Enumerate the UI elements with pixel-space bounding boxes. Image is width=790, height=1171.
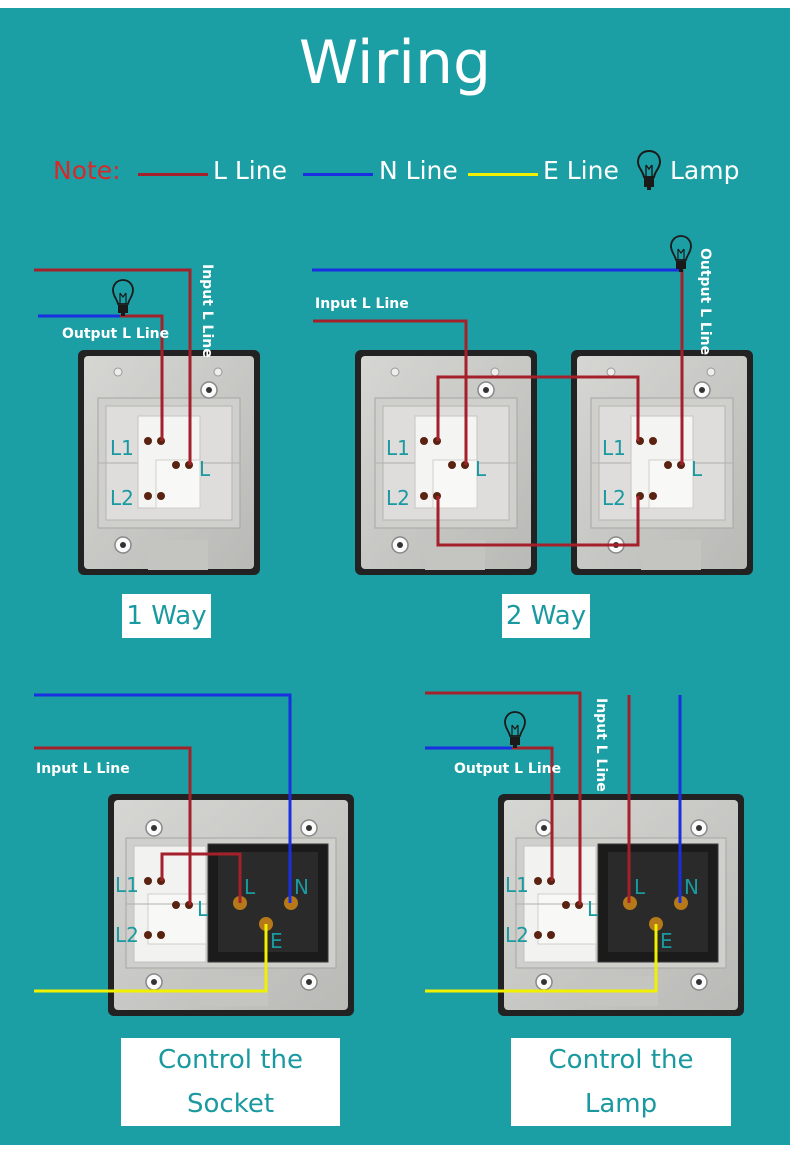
terminal-label: E [660,929,673,953]
terminal-label: L1 [386,436,410,460]
terminal-label: L2 [602,486,626,510]
terminal-label: L [197,897,209,921]
two-way-switch-box-left [354,349,538,576]
legend-l-line: L Line [213,156,287,185]
terminal-label: L2 [110,486,134,510]
control-lamp-caption: Control the Lamp [511,1038,731,1126]
one-way-diagram: L1 L2 L [34,268,261,576]
legend-l-line-swatch [138,173,208,176]
two-way-input-l-label: Input L Line [315,296,409,312]
legend-n-line: N Line [379,156,458,185]
terminal-label: L1 [505,873,529,897]
terminal-label: L [691,457,703,481]
terminal-label: L [634,875,646,899]
lamp-icon [112,279,134,317]
two-way-input-l-wire [313,319,468,465]
legend-note: Note: [53,156,121,185]
control-lamp-box [497,793,745,1017]
control-socket-box [107,793,355,1017]
two-way-switch-box-right [570,349,754,576]
socket-e-wire [34,924,268,993]
terminal-label: E [270,929,283,953]
control-socket-caption: Control the Socket [121,1038,340,1126]
page-title: Wiring [298,28,492,98]
legend-e-line: E Line [543,156,619,185]
lamp-output-l-label: Output L Line [454,761,562,777]
terminal-label: L [199,457,211,481]
control-lamp-diagram: L1 L2 L L N E [425,691,745,1017]
terminal-label: L [587,897,599,921]
control-socket-diagram: L1 L2 L L N E [34,693,355,1017]
lamp-input-l-label: Input L Line [593,698,609,792]
terminal-label: L [244,875,256,899]
terminal-label: L1 [110,436,134,460]
terminal-label: L2 [115,923,139,947]
terminal-label: L2 [505,923,529,947]
socket-input-l-label: Input L Line [36,761,130,777]
legend-e-line-swatch [468,173,538,176]
wiring-diagrams: L1 L2 L L1 L2 L L1 [34,235,754,1017]
lamp-input-l-wire [425,691,582,905]
terminal-label: N [684,875,699,899]
terminal-label: N [294,875,309,899]
terminal-label: L2 [386,486,410,510]
two-way-traveler-wire-2 [436,496,640,547]
one-way-input-l-wire [34,268,192,465]
legend-lamp: Lamp [670,156,740,185]
two-way-caption: 2 Way [502,594,590,638]
lamp-e-wire [425,924,658,993]
one-way-input-l-label: Input L Line [199,264,215,358]
wiring-infographic: Wiring Note: L Line N Line E Line Lamp [0,8,790,1145]
socket-switched-l-wire [160,852,242,903]
terminal-label: L [475,457,487,481]
socket-n-wire [34,693,292,903]
one-way-caption: 1 Way [122,594,211,638]
two-way-output-l-label: Output L Line [697,248,713,356]
one-way-switch-box [77,349,261,576]
two-way-diagram: L1 L2 L L1 L2 L [312,235,754,576]
one-way-output-l-label: Output L Line [62,326,170,342]
lamp-icon [504,711,526,749]
lamp-icon [670,235,692,273]
two-way-traveler-wire-1 [436,375,640,441]
lamp-icon [636,149,662,190]
terminal-label: L1 [602,436,626,460]
terminal-label: L1 [115,873,139,897]
legend-n-line-swatch [303,173,373,176]
